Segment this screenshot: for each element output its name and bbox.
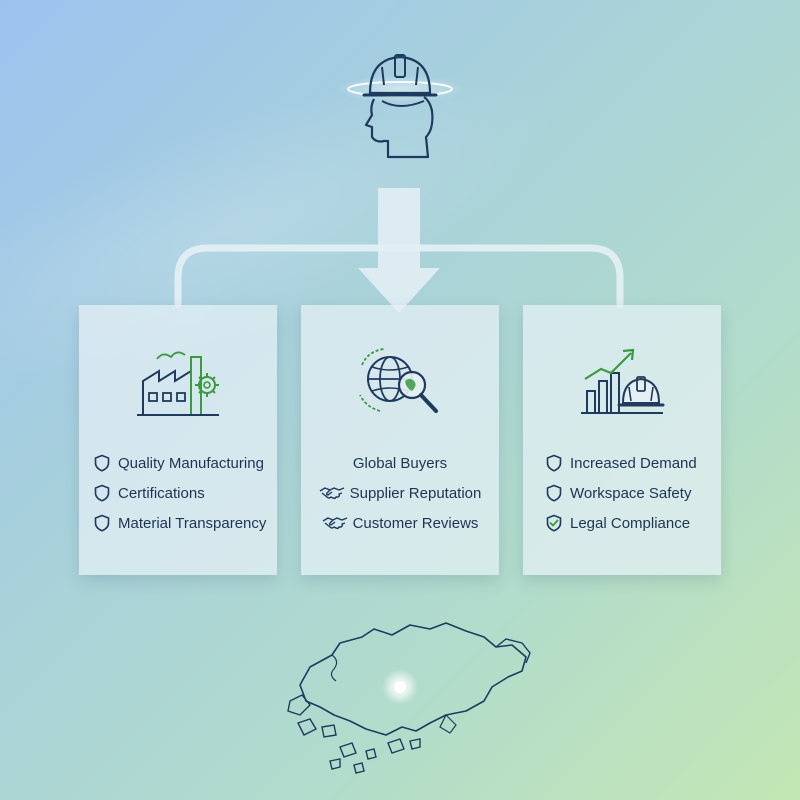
item-label: Quality Manufacturing (118, 454, 264, 472)
card-list: Global Buyers Supplier Reputation Custom… (301, 448, 499, 538)
shield-icon (93, 484, 111, 502)
item-label: Customer Reviews (352, 514, 479, 532)
item-label: Legal Compliance (570, 514, 691, 532)
card-list: Increased Demand Workspace Safety Legal … (523, 448, 721, 538)
item-label: Certifications (118, 484, 205, 502)
list-item: Material Transparency (79, 508, 277, 538)
item-label: Workspace Safety (570, 484, 692, 502)
list-item: Increased Demand (523, 448, 721, 478)
item-label: Material Transparency (118, 514, 267, 532)
item-label: Increased Demand (570, 454, 697, 472)
growth-chart-helmet-icon (523, 345, 721, 417)
list-item: Supplier Reputation (301, 478, 499, 508)
list-item: Legal Compliance (523, 508, 721, 538)
card-list: Quality Manufacturing Certifications Mat… (79, 448, 277, 538)
item-label: Global Buyers (352, 454, 448, 472)
globe-magnifier-icon (301, 345, 499, 417)
card-compliance: Increased Demand Workspace Safety Legal … (523, 305, 721, 575)
shield-icon (93, 454, 111, 472)
worker-helmet-icon (330, 45, 470, 175)
list-item: Workspace Safety (523, 478, 721, 508)
list-item: Certifications (79, 478, 277, 508)
down-arrow (358, 188, 440, 313)
factory-gear-icon (79, 345, 277, 417)
shield-check-icon (545, 514, 563, 532)
card-manufacturing: Quality Manufacturing Certifications Mat… (79, 305, 277, 575)
handshake-icon (322, 515, 348, 531)
list-item: Quality Manufacturing (79, 448, 277, 478)
shield-icon (545, 484, 563, 502)
list-item: Global Buyers (301, 448, 499, 478)
card-global-market: Global Buyers Supplier Reputation Custom… (301, 305, 499, 575)
item-label: Supplier Reputation (349, 484, 482, 502)
list-item: Customer Reviews (301, 508, 499, 538)
singapore-map-icon (270, 615, 540, 780)
handshake-icon (319, 485, 345, 501)
shield-icon (545, 454, 563, 472)
shield-icon (93, 514, 111, 532)
